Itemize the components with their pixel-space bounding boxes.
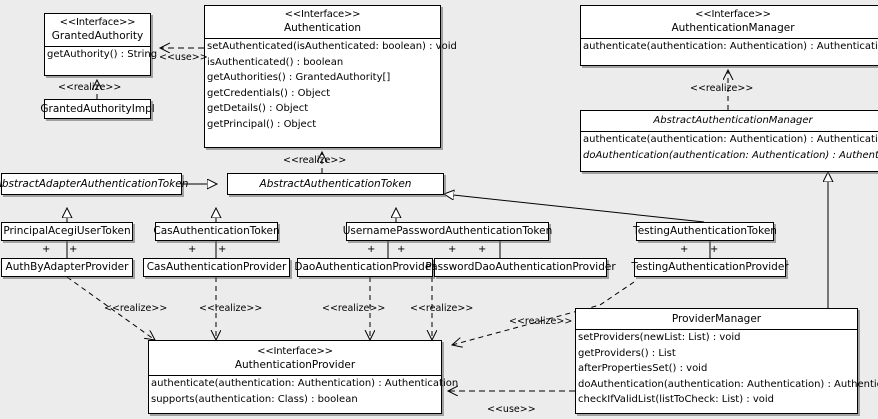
class-header: <<Interface>> AuthenticationProvider xyxy=(149,341,441,375)
class-granted-authority[interactable]: <<Interface>> GrantedAuthority getAuthor… xyxy=(44,13,158,76)
class-authentication[interactable]: <<Interface>> Authentication setAuthenti… xyxy=(204,5,457,148)
edge-label-realize-abstract-authentication-manager: <<realize>> xyxy=(690,83,754,94)
compartment-divider xyxy=(576,329,857,330)
class-cas-authentication-provider[interactable]: CasAuthenticationProvider xyxy=(143,258,290,277)
operation: afterPropertiesSet() : void xyxy=(578,363,708,374)
association-marker-plus: + xyxy=(710,244,719,255)
operation: getPrincipal() : Object xyxy=(207,118,317,130)
stereotype-label: <<Interface>> xyxy=(257,346,333,357)
compartment-divider xyxy=(581,131,878,132)
class-auth-by-adapter-provider[interactable]: AuthByAdapterProvider xyxy=(1,258,133,277)
class-abstract-authentication-token[interactable]: AbstractAuthenticationToken xyxy=(227,173,444,195)
class-name: CasAuthenticationToken xyxy=(153,225,280,237)
class-header: <<Interface>> GrantedAuthority xyxy=(45,14,150,46)
operation: getDetails() : Object xyxy=(207,103,309,114)
class-cas-authentication-token[interactable]: CasAuthenticationToken xyxy=(153,222,280,241)
compartment-divider xyxy=(45,46,150,47)
association-marker-plus: + xyxy=(448,244,457,255)
class-header: <<Interface>> Authentication xyxy=(205,6,440,38)
operation: authenticate(authentication: Authenticat… xyxy=(151,378,459,389)
class-username-password-authentication-token[interactable]: UsernamePasswordAuthenticationToken xyxy=(343,222,552,241)
class-name: Authentication xyxy=(283,22,362,34)
class-header: <<Interface>> AuthenticationManager xyxy=(581,6,878,38)
compartment-divider xyxy=(205,38,440,39)
operations-compartment: authenticate(authentication: Authenticat… xyxy=(581,132,878,163)
edge-label-use-provider-manager: <<use>> xyxy=(487,404,536,415)
class-provider-manager[interactable]: ProviderManager setProviders(newList: Li… xyxy=(575,308,878,414)
class-name: AuthByAdapterProvider xyxy=(5,261,129,273)
operations-compartment: authenticate(authentication: Authenticat… xyxy=(581,39,878,55)
class-granted-authority-impl[interactable]: GrantedAuthorityImpl xyxy=(40,99,155,119)
class-name: DaoAuthenticationProvider xyxy=(294,261,436,273)
operation: isAuthenticated() : boolean xyxy=(207,56,344,68)
class-authentication-manager[interactable]: <<Interface>> AuthenticationManager auth… xyxy=(580,5,878,66)
class-header: ProviderManager xyxy=(576,309,857,329)
edge-label-realize-auth-by-adapter: <<realize>> xyxy=(104,303,168,314)
edge-label-realize-password-dao-provider: <<realize>> xyxy=(410,303,474,314)
class-name: AbstractAdapterAuthenticationToken xyxy=(0,177,189,190)
class-name: ProviderManager xyxy=(671,313,762,325)
class-password-dao-authentication-provider[interactable]: PasswordDaoAuthenticationProvider xyxy=(425,258,616,277)
class-name: TestingAuthenticationToken xyxy=(633,225,777,237)
stereotype-label: <<Interface>> xyxy=(695,9,771,20)
edge-label-realize-granted-authority-impl: <<realize>> xyxy=(58,82,122,93)
operation: setProviders(newList: List) : void xyxy=(578,332,741,343)
operations-compartment: setAuthenticated(isAuthenticated: boolea… xyxy=(205,39,457,132)
association-marker-plus: + xyxy=(188,244,197,255)
operation: getAuthorities() : GrantedAuthority[] xyxy=(207,72,391,83)
operation: checkIfValidList(listToCheck: List) : vo… xyxy=(578,394,775,405)
operation: doAuthentication(authentication: Authent… xyxy=(578,378,878,390)
class-name: GrantedAuthorityImpl xyxy=(40,102,155,115)
stereotype-label: <<Interface>> xyxy=(284,9,361,20)
class-name: AbstractAuthenticationToken xyxy=(259,177,412,190)
class-dao-authentication-provider[interactable]: DaoAuthenticationProvider xyxy=(294,258,436,277)
operation: getCredentials() : Object xyxy=(207,87,331,99)
class-name: AuthenticationManager xyxy=(671,22,795,34)
operations-compartment: authenticate(authentication: Authenticat… xyxy=(149,376,459,407)
edge-label-realize-dao-provider: <<realize>> xyxy=(322,303,386,314)
class-name: AbstractAuthenticationManager xyxy=(653,115,813,126)
compartment-divider xyxy=(149,375,441,376)
class-authentication-provider[interactable]: <<Interface>> AuthenticationProvider aut… xyxy=(148,340,459,414)
operation: authenticate(authentication: Authenticat… xyxy=(583,134,878,145)
operation: authenticate(authentication: Authenticat… xyxy=(583,41,878,52)
stereotype-label: <<Interface>> xyxy=(59,17,136,28)
association-marker-plus: + xyxy=(367,244,376,255)
compartment-divider xyxy=(581,38,878,39)
class-testing-authentication-token[interactable]: TestingAuthenticationToken xyxy=(633,222,777,241)
class-name: GrantedAuthority xyxy=(51,30,144,42)
class-testing-authentication-provider[interactable]: TestingAuthenticationProvider xyxy=(631,258,789,277)
operation-abstract: doAuthentication(authentication: Authent… xyxy=(583,149,878,161)
edge-label-realize-abstract-authentication-token: <<realize>> xyxy=(283,155,347,166)
class-name: PrincipalAcegiUserToken xyxy=(3,225,131,237)
edge-label-use-granted-authority: <<use>> xyxy=(159,52,208,63)
class-name: PasswordDaoAuthenticationProvider xyxy=(425,261,616,273)
edge-label-realize-cas-provider: <<realize>> xyxy=(199,303,263,314)
class-header: AbstractAuthenticationManager xyxy=(581,111,878,131)
class-name: CasAuthenticationProvider xyxy=(146,261,287,273)
operation: getAuthority() : String xyxy=(47,49,158,60)
edge-label-realize-provider-manager: <<realize>> xyxy=(509,316,573,327)
class-name: TestingAuthenticationProvider xyxy=(631,261,789,273)
association-marker-plus: + xyxy=(397,244,406,255)
association-marker-plus: + xyxy=(478,244,487,255)
association-marker-plus: + xyxy=(69,244,78,255)
class-principal-acegi-user-token[interactable]: PrincipalAcegiUserToken xyxy=(1,222,133,241)
operation: getProviders() : List xyxy=(578,347,676,359)
class-name: UsernamePasswordAuthenticationToken xyxy=(342,225,553,237)
operation: setAuthenticated(isAuthenticated: boolea… xyxy=(207,41,457,52)
association-marker-plus: + xyxy=(218,244,227,255)
operations-compartment: setProviders(newList: List) : void getPr… xyxy=(576,330,878,408)
class-abstract-adapter-authentication-token[interactable]: AbstractAdapterAuthenticationToken xyxy=(0,173,188,195)
operation: supports(authentication: Class) : boolea… xyxy=(151,393,358,405)
class-name: AuthenticationProvider xyxy=(234,359,356,371)
operations-compartment: getAuthority() : String xyxy=(45,47,158,63)
association-marker-plus: + xyxy=(42,244,51,255)
class-abstract-authentication-manager[interactable]: AbstractAuthenticationManager authentica… xyxy=(580,110,878,172)
association-marker-plus: + xyxy=(680,244,689,255)
